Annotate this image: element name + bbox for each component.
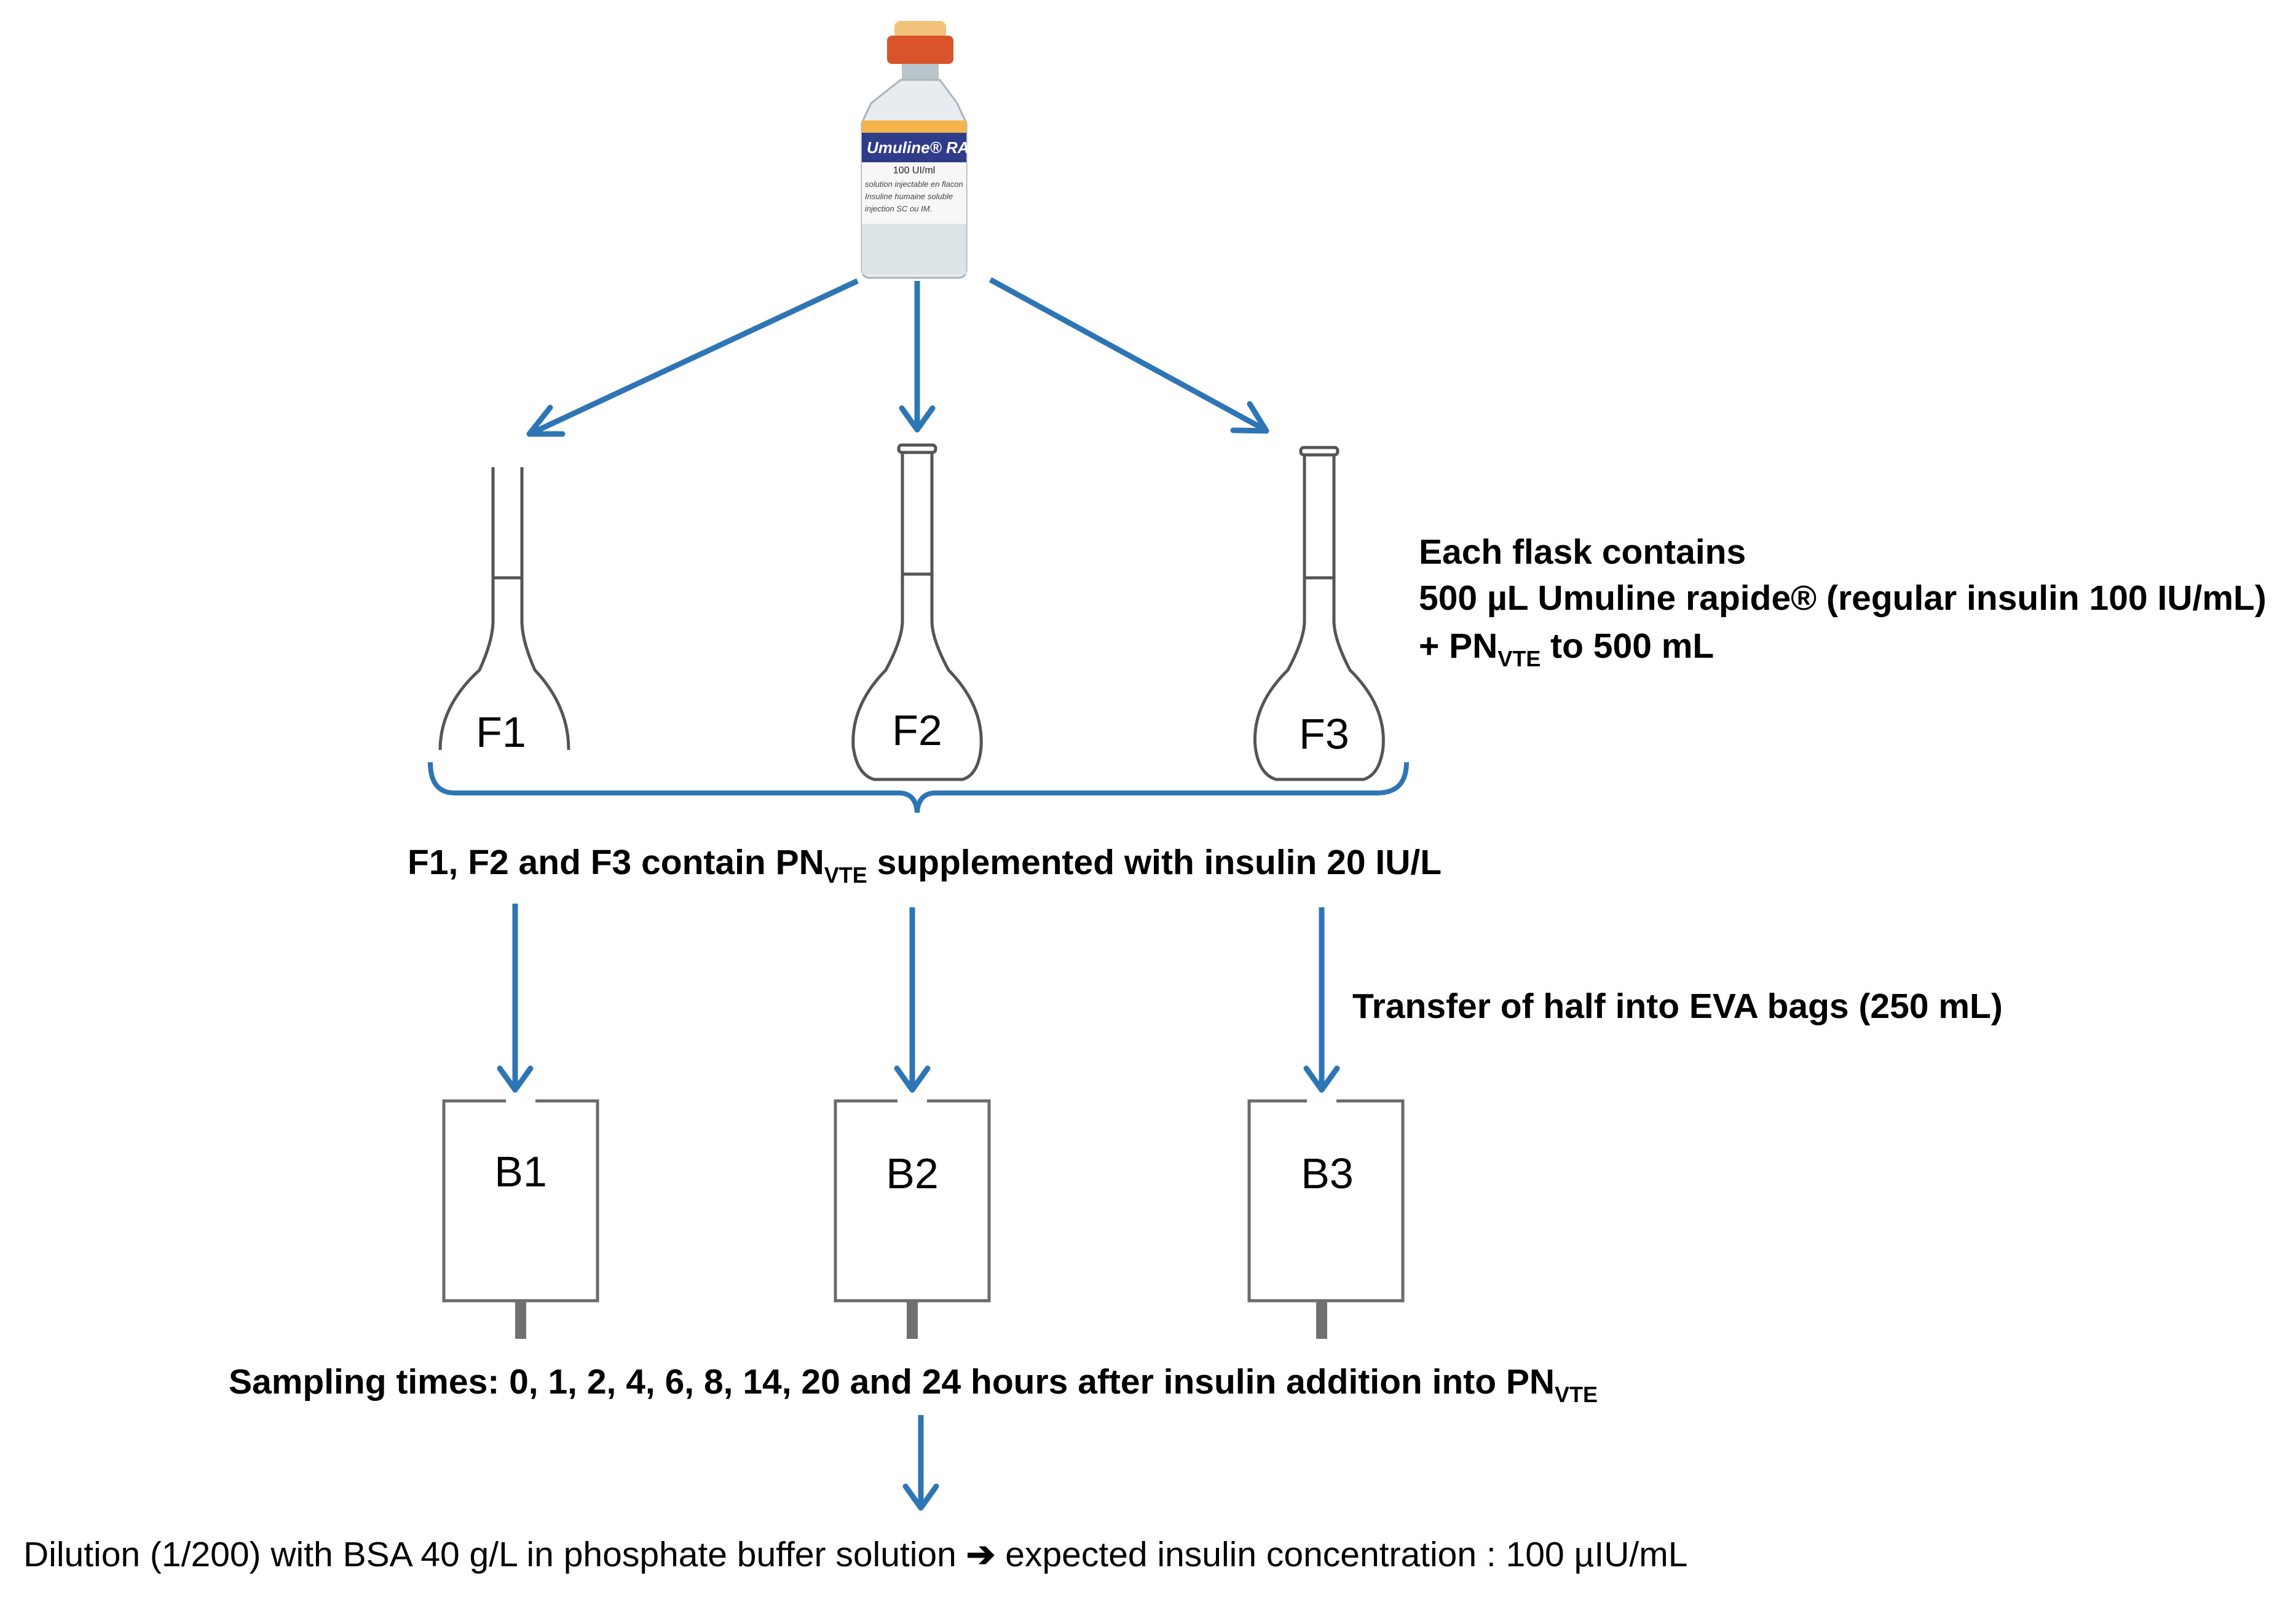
bag-b2-icon xyxy=(834,1099,991,1303)
vial-to-flask-arrows xyxy=(526,277,1269,437)
bag-b3-port-icon xyxy=(1316,1301,1327,1339)
bag-b1: B1 xyxy=(442,1097,599,1339)
dilution-note: Dilution (1/200) with BSA 40 g/L in phos… xyxy=(23,1535,1687,1574)
bag-b3: B3 xyxy=(1247,1097,1405,1339)
vial-label-line-3: injection SC ou IM. xyxy=(865,204,932,213)
flask-f3-icon xyxy=(1253,455,1385,781)
flask-note-line-3: + PNVTE to 500 mL xyxy=(1419,626,1714,671)
combined-flask-note: F1, F2 and F3 contain PNVTE supplemented… xyxy=(408,843,1442,888)
vial-strength-text: 100 UI/ml xyxy=(893,165,935,176)
bag-b2-label: B2 xyxy=(886,1149,939,1197)
flask-f2: F2 xyxy=(851,443,983,781)
sampling-to-dilution-arrow xyxy=(902,1415,939,1511)
flask-f1-label: F1 xyxy=(476,708,526,756)
vial-brand-text: Umuline® RAPIDE xyxy=(867,138,1007,157)
transfer-note: Transfer of half into EVA bags (250 mL) xyxy=(1352,987,2003,1026)
flask-note-line-2: 500 µL Umuline rapide® (regular insulin … xyxy=(1419,578,2266,618)
sampling-times-note: Sampling times: 0, 1, 2, 4, 6, 8, 14, 20… xyxy=(229,1362,1598,1407)
bag-b1-port-icon xyxy=(515,1301,526,1339)
bag-b3-icon xyxy=(1247,1099,1405,1303)
bag-b2-port-icon xyxy=(907,1301,918,1339)
bag-b1-label: B1 xyxy=(494,1148,547,1196)
flask-f2-label: F2 xyxy=(892,706,942,754)
vial-label-line-2: Insuline humaine soluble xyxy=(865,192,953,201)
flask-note-line-1: Each flask contains xyxy=(1419,532,1746,572)
vial-label-line-1: solution injectable en flacon xyxy=(865,179,963,189)
bag-b1-icon xyxy=(442,1099,599,1303)
flask-f3: F3 xyxy=(1253,446,1385,781)
flask-to-bag-arrows xyxy=(497,904,1340,1093)
grouping-brace xyxy=(428,762,1409,813)
bag-b3-label: B3 xyxy=(1301,1149,1354,1197)
flask-f1-icon xyxy=(438,467,570,751)
flask-f2-icon xyxy=(851,452,983,781)
right-arrow-icon: ➔ xyxy=(966,1535,996,1574)
insulin-vial-icon: Umuline® RAPIDE 100 UI/ml solution injec… xyxy=(861,21,1007,279)
flask-f3-label: F3 xyxy=(1299,710,1349,758)
bag-b2: B2 xyxy=(834,1097,991,1339)
flask-f1: F1 xyxy=(438,467,570,756)
flask-contents-note: Each flask contains 500 µL Umuline rapid… xyxy=(1419,532,2266,671)
